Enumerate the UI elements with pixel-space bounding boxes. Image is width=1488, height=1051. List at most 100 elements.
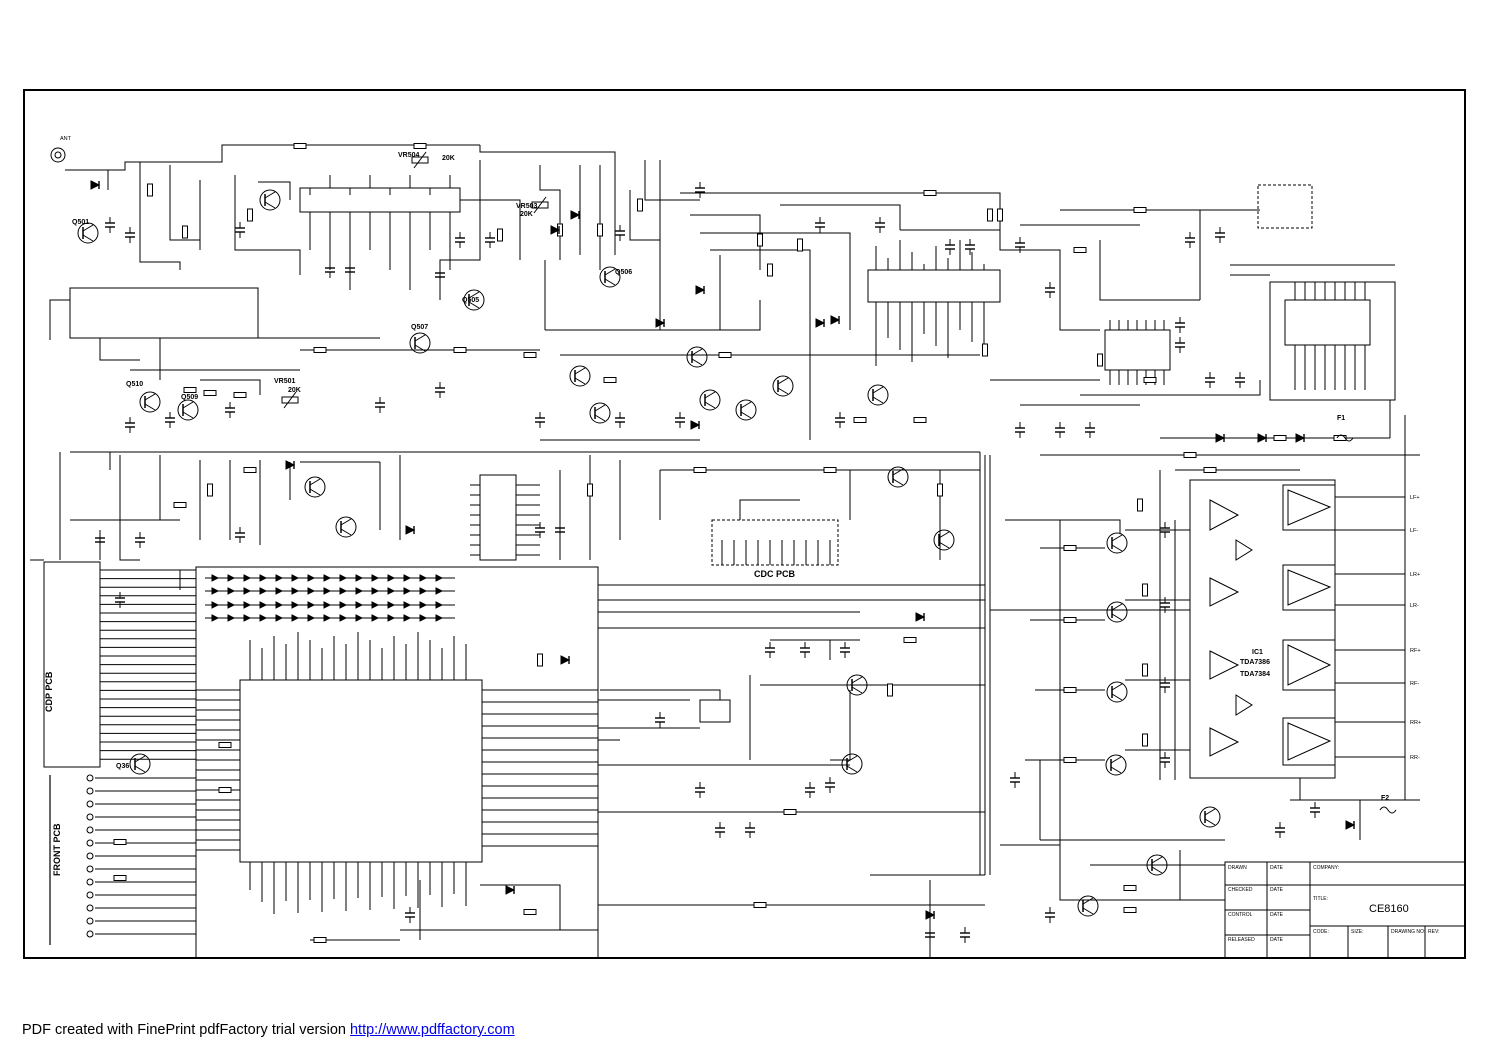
amp-input-triangle xyxy=(1209,499,1240,531)
transistor-collector xyxy=(740,401,752,409)
transistor-collector xyxy=(691,348,703,356)
resistor-symbol xyxy=(173,502,187,508)
footer-text: PDF created with FinePrint pdfFactory tr… xyxy=(22,1022,350,1038)
resistor-symbol xyxy=(218,787,232,793)
vr501-label: VR501 xyxy=(274,378,296,385)
diode-symbol xyxy=(915,612,926,622)
transistor-collector xyxy=(264,191,276,199)
transistor-emitter xyxy=(414,344,426,352)
vr503-value: 20K xyxy=(520,211,533,218)
resistor-symbol xyxy=(753,902,767,908)
output-label: RR+ xyxy=(1410,720,1421,726)
transistor-symbol xyxy=(177,399,199,421)
antenna-label: ANT xyxy=(60,136,72,142)
resistor-symbol xyxy=(797,238,803,252)
transistor-collector xyxy=(82,224,94,232)
amp-small-triangle xyxy=(1235,694,1253,716)
resistor-symbol xyxy=(537,653,543,667)
transistor-symbol xyxy=(589,402,611,424)
diode-symbol xyxy=(275,601,284,609)
connector-pin xyxy=(86,813,94,821)
diode-symbol xyxy=(339,614,348,622)
main-board-area xyxy=(195,566,599,959)
diode-symbol xyxy=(339,587,348,595)
diode-symbol xyxy=(403,614,412,622)
resistor-symbol xyxy=(293,143,307,149)
diode-symbol xyxy=(323,574,332,582)
title-label: TITLE: xyxy=(1313,896,1328,902)
resistor-symbol xyxy=(247,208,253,222)
diode-symbol xyxy=(243,574,252,582)
transistor-emitter xyxy=(468,301,480,309)
wire xyxy=(539,165,561,260)
transistor-symbol xyxy=(409,332,431,354)
resistor-symbol xyxy=(523,909,537,915)
antenna-jack-center xyxy=(54,151,62,159)
diode-symbol xyxy=(371,574,380,582)
small-ic-body xyxy=(479,474,517,561)
wire xyxy=(460,199,521,260)
connector-pin xyxy=(86,904,94,912)
transistor-collector xyxy=(1110,756,1122,764)
transistor-collector xyxy=(1082,897,1094,905)
circuit-schematic: ANT Q501 VR504 20K VR503 20K Q506 Q505 Q… xyxy=(23,89,1466,959)
drawing-no-label: DRAWING NO: xyxy=(1391,929,1425,935)
pdffactory-link[interactable]: http://www.pdffactory.com xyxy=(349,1022,515,1038)
connector-pin xyxy=(86,865,94,873)
resistor-symbol xyxy=(997,208,1003,222)
diode-symbol xyxy=(243,587,252,595)
transistor-collector xyxy=(1111,603,1123,611)
diode-symbol xyxy=(211,601,220,609)
transistor-symbol xyxy=(139,391,161,413)
diode-symbol xyxy=(419,614,428,622)
antenna-jack xyxy=(50,147,66,163)
diode-symbol xyxy=(435,574,444,582)
diode-symbol xyxy=(690,420,701,430)
resistor-symbol xyxy=(413,143,427,149)
wire xyxy=(439,160,481,300)
diode-symbol xyxy=(291,574,300,582)
wire xyxy=(169,165,200,241)
diode-symbol xyxy=(371,587,380,595)
diode-symbol xyxy=(435,614,444,622)
diode-symbol xyxy=(1345,820,1356,830)
resistor-symbol xyxy=(1063,757,1077,763)
q507-label: Q507 xyxy=(411,324,428,331)
diode-symbol xyxy=(387,574,396,582)
regulator-ic-body xyxy=(699,699,731,723)
transistor-symbol xyxy=(1106,532,1128,554)
resistor-symbol xyxy=(1097,353,1103,367)
transistor-symbol xyxy=(463,289,485,311)
wire xyxy=(629,190,660,241)
transistor-symbol xyxy=(887,466,909,488)
transistor-collector xyxy=(309,478,321,486)
resistor-symbol xyxy=(243,467,257,473)
transistor-symbol xyxy=(1146,854,1168,876)
resistor-symbol xyxy=(887,683,893,697)
resistor-symbol xyxy=(497,228,503,242)
resistor-symbol xyxy=(313,347,327,353)
wire xyxy=(1080,380,1261,396)
transistor-symbol xyxy=(867,384,889,406)
resistor-symbol xyxy=(603,377,617,383)
amp-output-stage xyxy=(1282,717,1336,766)
diode-symbol xyxy=(403,587,412,595)
transistor-emitter xyxy=(82,234,94,242)
connector-pin xyxy=(86,839,94,847)
wire xyxy=(480,884,561,930)
resistor-symbol xyxy=(597,223,603,237)
diode-symbol xyxy=(371,614,380,622)
ic1-label: IC1 xyxy=(1252,649,1263,656)
resistor-symbol xyxy=(853,417,867,423)
drawing-frame xyxy=(23,89,1466,959)
transistor-collector xyxy=(604,268,616,276)
potentiometer-wiper xyxy=(413,151,427,169)
q506-label: Q506 xyxy=(615,269,632,276)
diode-symbol xyxy=(1295,433,1306,443)
dashed-connector-box xyxy=(1257,184,1313,229)
transistor-symbol xyxy=(1105,754,1127,776)
resistor-symbol xyxy=(233,392,247,398)
control-ic-body xyxy=(1104,329,1171,371)
diode-symbol xyxy=(307,601,316,609)
transistor-collector xyxy=(134,755,146,763)
